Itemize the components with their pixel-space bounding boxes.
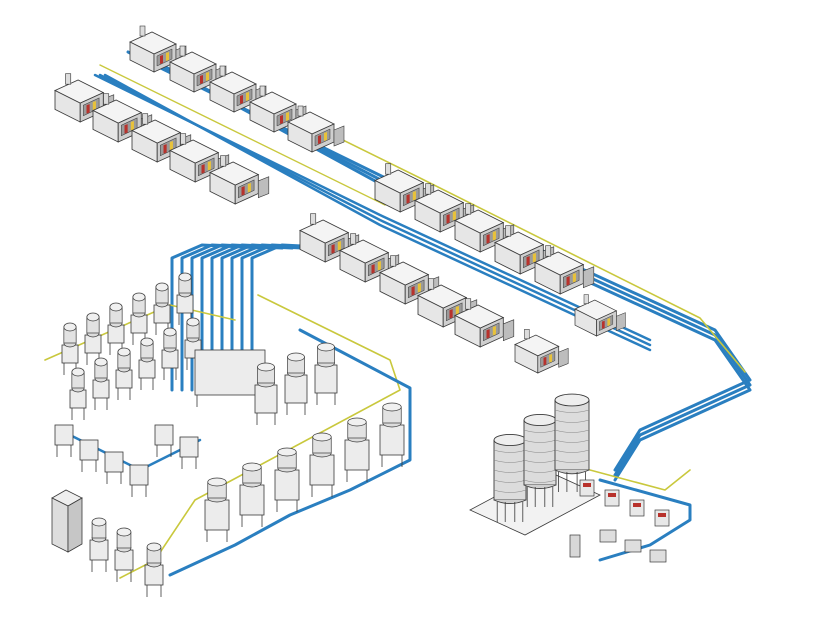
branch-conveying-pipe: [103, 73, 652, 352]
vacuum-pump-icon: [254, 362, 278, 425]
injection-molding-machine-icon: [514, 329, 569, 374]
injection-molding-machine-icon: [169, 45, 227, 93]
hopper-loader-icon: [84, 312, 102, 365]
control-cabinet-icon: [569, 534, 581, 558]
pipe-network: [44, 39, 752, 579]
vacuum-pump-icon: [284, 352, 308, 415]
hopper-loader-icon: [654, 509, 670, 527]
control-cabinet-icon: [51, 489, 83, 553]
silo-group: [469, 393, 670, 563]
hopper-loader-icon: [184, 317, 202, 370]
hopper-loader-icon: [104, 451, 124, 484]
dryer-icon: [344, 417, 370, 482]
main-conveying-pipe: [136, 50, 752, 482]
dryer-icon: [274, 447, 300, 512]
hopper-loader-icon: [153, 282, 171, 335]
injection-molding-machine-icon: [374, 163, 435, 213]
hopper-loader-icon: [179, 436, 199, 469]
drying-and-conveying-plant: [51, 272, 405, 597]
silo-icon: [554, 393, 590, 492]
return-pipe: [168, 328, 412, 577]
hopper-loader-icon: [176, 272, 194, 325]
dryer-icon: [204, 477, 230, 542]
main-conveying-pipe: [131, 50, 752, 477]
dryer-icon: [379, 402, 405, 467]
injection-molding-machine-icon: [454, 298, 515, 348]
silo-icon: [493, 433, 527, 522]
hopper-loader-icon: [130, 292, 148, 345]
hopper-loader-icon: [79, 439, 99, 472]
hopper-loader-icon: [629, 499, 645, 517]
hopper-loader-icon: [129, 464, 149, 497]
injection-molding-machine-icon: [209, 155, 270, 205]
injection-molding-machine-icon: [287, 105, 345, 153]
injection-molding-machine-icon: [414, 183, 475, 233]
machine-rows: [54, 25, 626, 374]
injection-molding-machine-icon: [574, 294, 626, 337]
vacuum-pump-icon: [314, 342, 338, 405]
dryer-icon: [239, 462, 265, 527]
dryer-icon: [309, 432, 335, 497]
hopper-loader-icon: [579, 479, 595, 497]
vacuum-pump-icon: [624, 539, 642, 553]
main-conveying-pipe: [126, 50, 752, 472]
hopper-loader-icon: [61, 322, 79, 375]
vacuum-pump-icon: [89, 517, 109, 572]
injection-molding-machine-icon: [534, 245, 595, 295]
hopper-loader-icon: [138, 337, 156, 390]
silo-icon: [523, 413, 557, 507]
vacuum-pump-icon: [649, 549, 667, 563]
vacuum-line: [99, 64, 386, 206]
vacuum-pump-icon: [599, 529, 617, 543]
vacuum-line: [589, 469, 691, 491]
hopper-loader-icon: [115, 347, 133, 400]
vacuum-pump-icon: [144, 542, 164, 597]
hopper-loader-icon: [161, 327, 179, 380]
hopper-loader-icon: [54, 424, 74, 457]
hopper-loader-icon: [154, 424, 174, 457]
hopper-loader-icon: [92, 357, 110, 410]
hopper-loader-icon: [604, 489, 620, 507]
hopper-loader-icon: [107, 302, 125, 355]
vacuum-pump-icon: [114, 527, 134, 582]
hopper-loader-icon: [69, 367, 87, 420]
control-cabinet-icon: [194, 349, 266, 407]
